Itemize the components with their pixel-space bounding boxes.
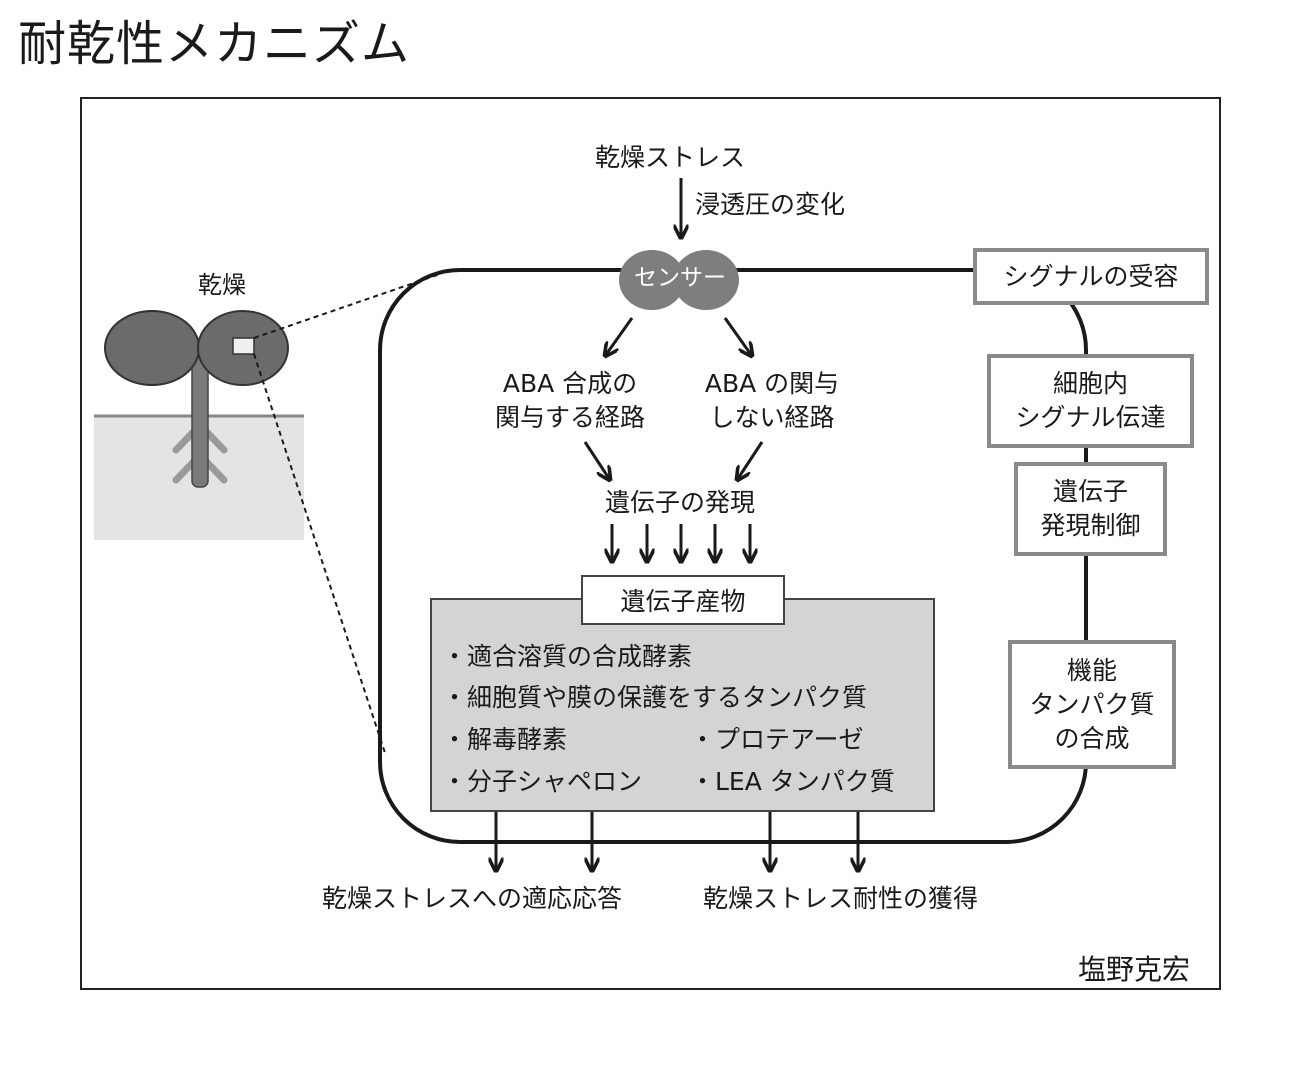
arrows-products-to-outcomes: [496, 812, 858, 871]
stem-icon: [191, 354, 209, 488]
zoom-line-bottom: [253, 353, 387, 757]
step-signal-reception-label: シグナルの受容: [1003, 261, 1179, 291]
step-regulation-line2: 発現制御: [1040, 511, 1141, 540]
stress-label: 乾燥ストレス: [595, 143, 746, 172]
gene-expression-label: 遺伝子の発現: [604, 488, 755, 517]
step-transduction-line1: 細胞内: [1052, 369, 1128, 398]
step-regulation-line1: 遺伝子: [1052, 477, 1128, 506]
arrow-aba-to-expression: [583, 441, 610, 480]
sensor-left-icon: [619, 250, 685, 310]
step-synthesis-line3: の合成: [1054, 723, 1130, 753]
plant-label: 乾燥: [198, 271, 246, 299]
step-signal-transduction: 細胞内 シグナル伝達: [987, 354, 1194, 448]
non-aba-pathway-line2: しない経路: [709, 403, 835, 432]
product-item: ・細胞質や膜の保護をするタンパク質: [442, 683, 868, 712]
step-protein-synthesis: 機能 タンパク質 の合成: [1008, 640, 1176, 769]
diagram-frame: [80, 97, 1221, 990]
product-item: ・解毒酵素: [442, 725, 568, 754]
author-credit: 塩野克宏: [1077, 953, 1190, 986]
product-item: ・分子シャペロン: [442, 767, 643, 796]
page-title: 耐乾性メカニズム: [18, 16, 411, 72]
outcome-response-label: 乾燥ストレスへの適応応答: [322, 884, 623, 913]
arrow-non-aba-to-expression: [737, 441, 764, 480]
step-synthesis-line1: 機能: [1066, 655, 1117, 685]
sensor-label: センサー: [634, 265, 726, 291]
sensor-right-icon: [673, 250, 739, 310]
leaf-left-icon: [104, 310, 200, 386]
arrow-sensor-to-non-aba: [723, 317, 752, 356]
step-gene-regulation: 遺伝子 発現制御: [1014, 462, 1167, 556]
step-signal-reception: シグナルの受容: [973, 248, 1209, 305]
outcome-tolerance-label: 乾燥ストレス耐性の獲得: [703, 884, 979, 913]
aba-pathway-line2: 関与する経路: [494, 403, 645, 432]
aba-pathway-line1: ABA 合成の: [502, 369, 638, 398]
gene-products-title: 遺伝子産物: [581, 575, 785, 625]
gene-products-panel: [430, 598, 935, 812]
arrow-sensor-to-aba: [605, 317, 634, 356]
osmotic-change-label: 浸透圧の変化: [695, 190, 846, 219]
product-item: ・適合溶質の合成酵素: [442, 642, 693, 671]
step-synthesis-line2: タンパク質: [1029, 689, 1155, 719]
zoom-line-top: [253, 273, 441, 339]
product-item: ・LEA タンパク質: [690, 767, 895, 796]
zoom-region-icon: [232, 337, 255, 355]
non-aba-pathway-line1: ABA の関与: [704, 369, 840, 398]
arrows-expression-to-products: [612, 524, 750, 562]
step-transduction-line2: シグナル伝達: [1015, 403, 1166, 432]
product-item: ・プロテアーゼ: [690, 725, 864, 754]
